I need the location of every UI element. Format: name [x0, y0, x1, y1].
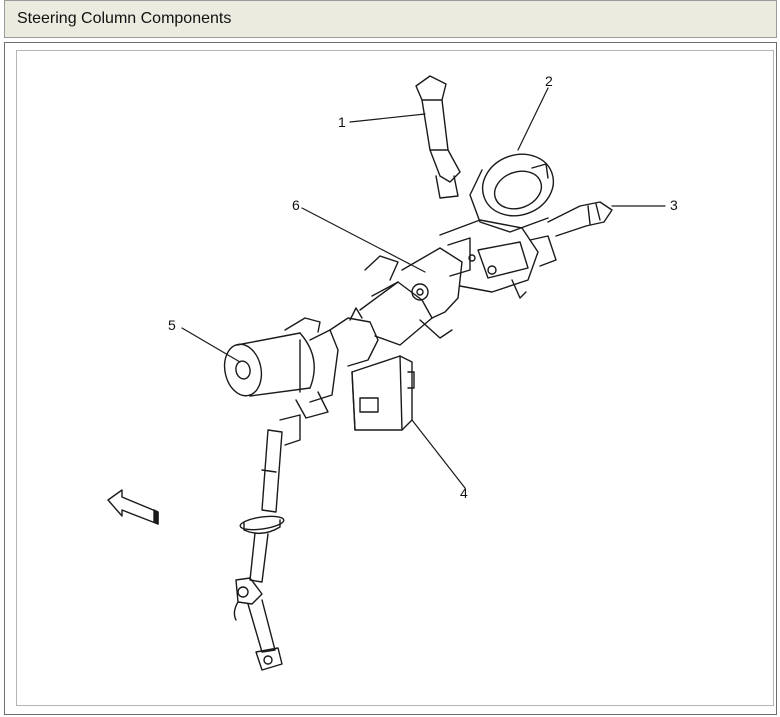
- leader-4: [411, 419, 466, 489]
- callout-6: 6: [292, 197, 300, 213]
- figure-inner-border: [16, 50, 774, 706]
- leader-6: [301, 207, 426, 273]
- leader-5: [181, 327, 241, 363]
- turn-signal-lever: [415, 75, 461, 199]
- callout-4: 4: [460, 485, 468, 501]
- headlamp-lever: [547, 201, 613, 237]
- position-sensor: [469, 153, 555, 233]
- column-housing: [329, 247, 463, 367]
- figure-frame: [4, 42, 777, 715]
- figure-title: Steering Column Components: [17, 10, 232, 27]
- control-module: [351, 355, 415, 431]
- leader-2: [517, 87, 549, 151]
- callout-2: 2: [545, 73, 553, 89]
- callout-5: 5: [168, 317, 176, 333]
- figure-header: Steering Column Components: [4, 0, 777, 38]
- direction-arrow-icon: [107, 489, 159, 525]
- steering-motor: [223, 317, 339, 446]
- callout-1: 1: [338, 114, 346, 130]
- intermediate-shaft: [233, 429, 285, 671]
- callout-3: 3: [670, 197, 678, 213]
- leader-1: [349, 113, 426, 123]
